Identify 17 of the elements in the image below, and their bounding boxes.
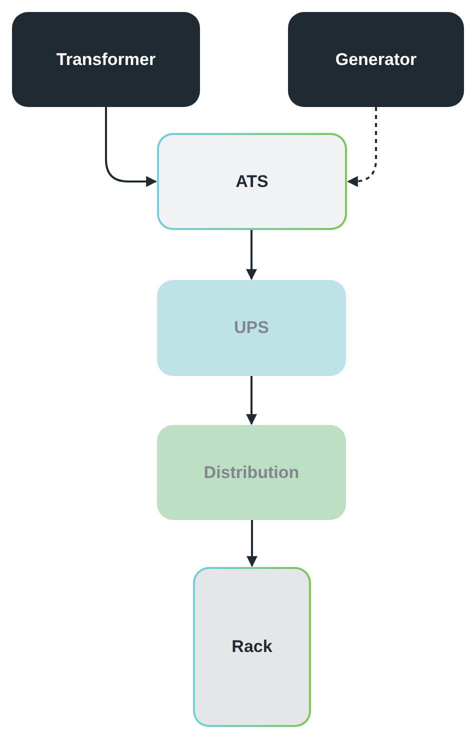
process-box <box>157 425 346 520</box>
process-box <box>12 12 200 107</box>
arrow <box>346 107 377 187</box>
node-label: Distribution <box>204 462 300 484</box>
node-label: Rack <box>232 636 272 658</box>
arrow <box>246 230 257 280</box>
arrow <box>105 107 158 187</box>
arrow <box>246 376 257 426</box>
process-box <box>193 567 311 727</box>
process-box <box>157 133 347 230</box>
node-label: Transformer <box>56 48 156 71</box>
node-label: UPS <box>234 317 269 340</box>
process-box <box>288 12 464 107</box>
arrow <box>246 520 258 568</box>
process-box <box>157 280 346 376</box>
node-label: Generator <box>335 48 417 71</box>
node-label: ATS <box>236 170 268 193</box>
